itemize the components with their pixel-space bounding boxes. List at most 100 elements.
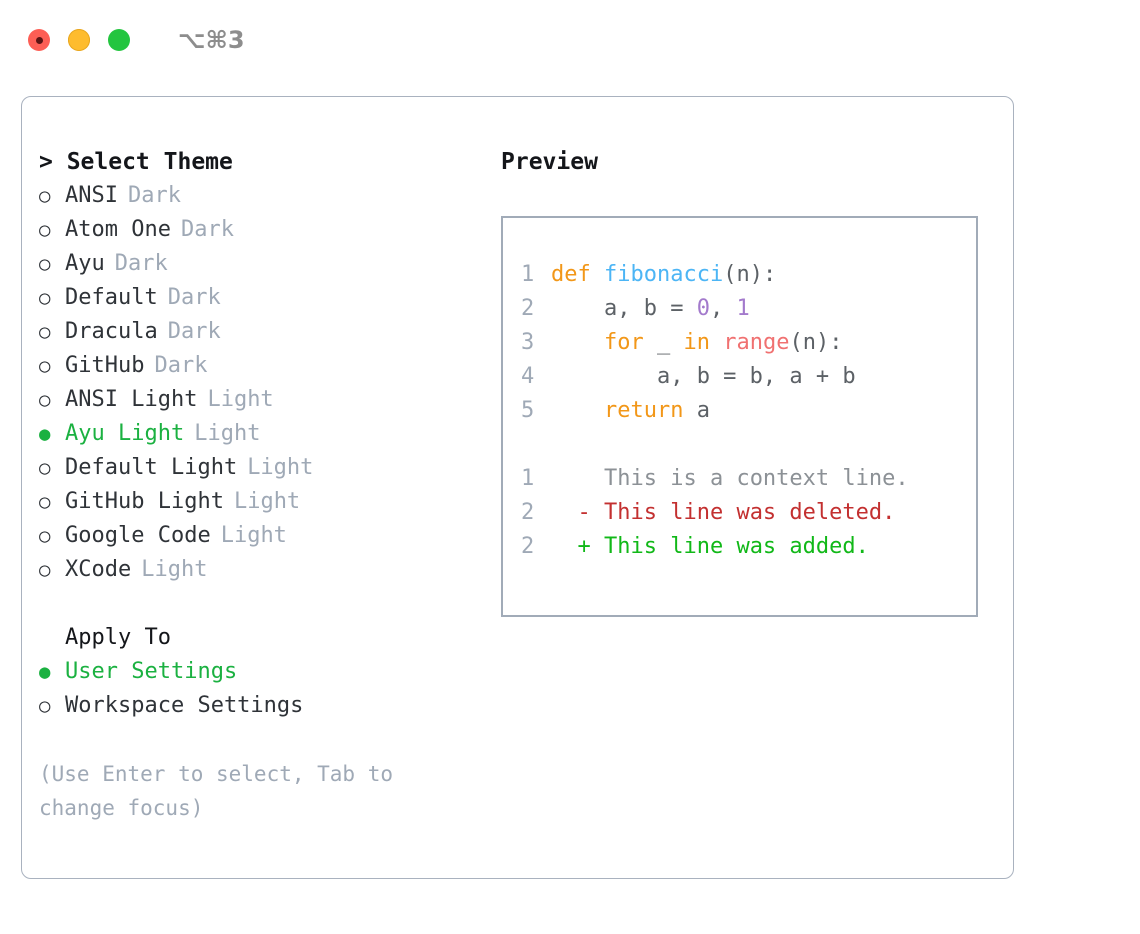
- apply-to-option-user-settings[interactable]: ●User Settings: [39, 655, 479, 689]
- code-token-plain: a: [683, 398, 710, 423]
- theme-option-dracula[interactable]: ○ Dracula Dark: [39, 315, 479, 349]
- diff-line-text: This is a context line.: [590, 466, 909, 491]
- radio-unselected-icon: ○: [39, 491, 51, 513]
- preview-heading: Preview: [501, 149, 598, 175]
- traffic-light-buttons: [28, 29, 130, 51]
- diff-line-number: 2: [521, 534, 535, 559]
- code-token-plain: [710, 330, 723, 355]
- theme-option-label: XCode: [65, 557, 132, 582]
- code-token-plain: a, b =: [551, 296, 697, 321]
- maximize-button[interactable]: [108, 29, 130, 51]
- theme-option-ayu-light[interactable]: ● Ayu Light Light: [39, 417, 479, 451]
- theme-option-github-light[interactable]: ○ GitHub Light Light: [39, 485, 479, 519]
- theme-variant-tag: Light: [233, 489, 301, 514]
- theme-option-label: GitHub Light: [65, 489, 224, 514]
- radio-unselected-icon: ○: [39, 355, 51, 377]
- theme-variant-tag: Dark: [167, 319, 221, 344]
- theme-variant-tag: Light: [247, 455, 314, 480]
- theme-variant-tag: Light: [194, 421, 261, 446]
- code-token-kw: def: [551, 262, 604, 287]
- theme-variant-tag: Light: [220, 523, 287, 548]
- radio-unselected-icon: ○: [39, 457, 51, 479]
- code-token-kw: for: [603, 330, 644, 355]
- apply-to-heading: Apply To: [65, 625, 171, 650]
- code-line: 2 a, b = 0, 1: [521, 292, 976, 326]
- theme-variant-tag: Dark: [180, 217, 234, 242]
- code-line: 4 a, b = b, a + b: [521, 360, 976, 394]
- apply-to-group: Apply To ●User Settings ○ Workspace Settin…: [39, 621, 479, 723]
- radio-unselected-icon: ○: [39, 321, 51, 343]
- title-bar: ⌥⌘3: [0, 0, 1140, 80]
- theme-option-label: Atom One: [65, 217, 171, 242]
- radio-unselected-icon: ○: [39, 695, 51, 717]
- apply-to-option-label: Workspace Settings: [65, 693, 304, 718]
- code-token-plain: [551, 330, 604, 355]
- code-token-fn: fibonacci: [603, 262, 724, 287]
- theme-variant-tag: Light: [207, 387, 274, 412]
- theme-option-label: ANSI: [65, 183, 118, 208]
- theme-option-default-light[interactable]: ○ Default Light Light: [39, 451, 479, 485]
- theme-option-label: Default Light: [65, 455, 238, 480]
- theme-option-ansi-light[interactable]: ○ ANSI Light Light: [39, 383, 479, 417]
- code-token-plain: _: [643, 330, 684, 355]
- diff-line: 2 - This line was deleted.: [521, 496, 976, 530]
- code-token-num: 0: [696, 296, 710, 321]
- code-line-number: 4: [521, 364, 535, 389]
- code-token-plain: (n):: [789, 330, 843, 355]
- radio-unselected-icon: ○: [39, 185, 51, 207]
- theme-option-label: Ayu Light: [65, 421, 185, 446]
- diff-line-text: This line was added.: [590, 534, 869, 559]
- code-line-content: def fibonacci(n):: [551, 258, 776, 292]
- theme-option-label: Ayu: [65, 251, 105, 276]
- theme-option-label: GitHub: [65, 353, 145, 378]
- theme-variant-tag: Dark: [127, 183, 181, 208]
- code-line: 3 for _ in range(n):: [521, 326, 976, 360]
- radio-selected-icon: ●: [39, 661, 51, 683]
- diff-line-text: This line was deleted.: [590, 500, 896, 525]
- apply-to-option-workspace-settings[interactable]: ○ Workspace Settings: [39, 689, 479, 723]
- code-line-number: 2: [521, 296, 535, 321]
- radio-selected-icon: ●: [39, 423, 51, 445]
- close-button[interactable]: [28, 29, 50, 51]
- diff-sample-block: 1 This is a context line.2 - This line w…: [521, 462, 976, 564]
- code-token-plain: ,: [709, 296, 737, 321]
- code-token-num: 1: [736, 296, 750, 321]
- theme-option-label: Dracula: [65, 319, 158, 344]
- select-theme-heading: > Select Theme: [39, 149, 233, 175]
- theme-option-github[interactable]: ○ GitHub Dark: [39, 349, 479, 383]
- theme-option-label: Default: [65, 285, 158, 310]
- code-token-plain: a, b = b, a + b: [551, 364, 856, 389]
- minimize-button[interactable]: [68, 29, 90, 51]
- code-token-kw: return: [603, 398, 684, 423]
- diff-line-number: 2: [521, 500, 535, 525]
- diff-line: 1 This is a context line.: [521, 462, 976, 496]
- theme-option-label: ANSI Light: [65, 387, 198, 412]
- code-line-number: 3: [521, 330, 535, 355]
- radio-unselected-icon: ○: [39, 559, 51, 581]
- code-token-plain: (n):: [723, 262, 777, 287]
- apply-to-options-list: ●User Settings ○ Workspace Settings: [39, 655, 479, 723]
- code-token-plain: [551, 398, 604, 423]
- code-line-number: 5: [521, 398, 535, 423]
- radio-unselected-icon: ○: [39, 253, 51, 275]
- code-line: 5 return a: [521, 394, 976, 428]
- radio-unselected-icon: ○: [39, 389, 51, 411]
- code-spacer: [521, 428, 976, 462]
- theme-variant-tag: Dark: [167, 285, 221, 310]
- theme-option-ansi[interactable]: ○ ANSI Dark: [39, 179, 479, 213]
- diff-line-number: 1: [521, 466, 535, 491]
- theme-variant-tag: Dark: [154, 353, 208, 378]
- theme-option-label: Google Code: [65, 523, 211, 548]
